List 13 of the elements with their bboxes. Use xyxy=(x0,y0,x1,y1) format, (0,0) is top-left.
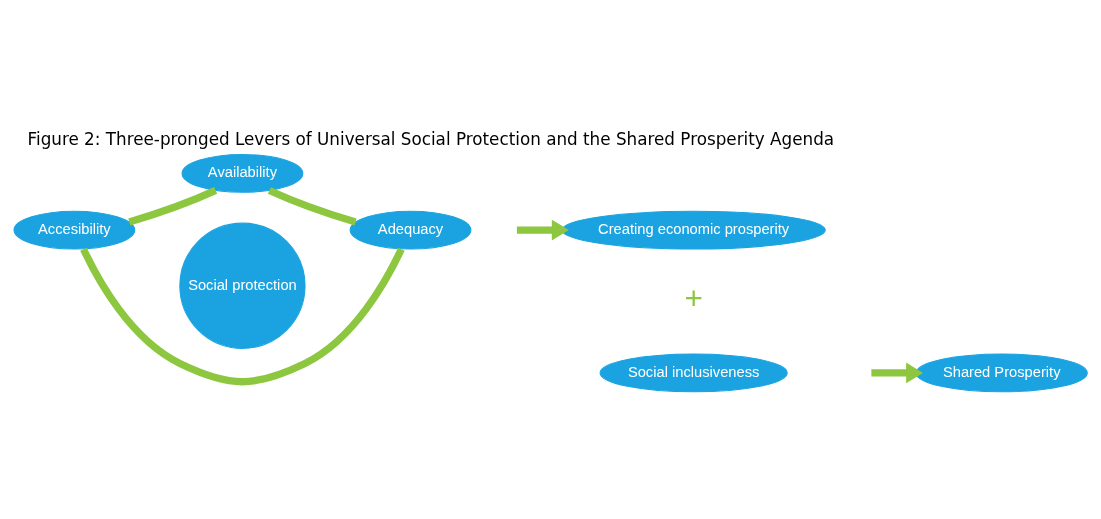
node-ellipse: Shared Prosperity xyxy=(915,353,1088,393)
connector xyxy=(128,187,218,226)
node-circle: Social protection xyxy=(179,222,306,349)
connector xyxy=(80,247,405,386)
arrow xyxy=(516,219,569,241)
node-ellipse: Accesibility xyxy=(13,210,136,250)
node-ellipse: Adequacy xyxy=(349,210,472,250)
node-ellipse: Social inclusiveness xyxy=(599,353,788,393)
diagram-title: Figure 2: Three-pronged Levers of Universal Social Protection and the Shared Prosperity Agenda xyxy=(27,128,835,149)
node-ellipse: Availability xyxy=(181,153,304,193)
node-ellipse: Creating economic prosperity xyxy=(561,210,826,250)
connector xyxy=(267,187,357,226)
label: + xyxy=(684,280,703,317)
